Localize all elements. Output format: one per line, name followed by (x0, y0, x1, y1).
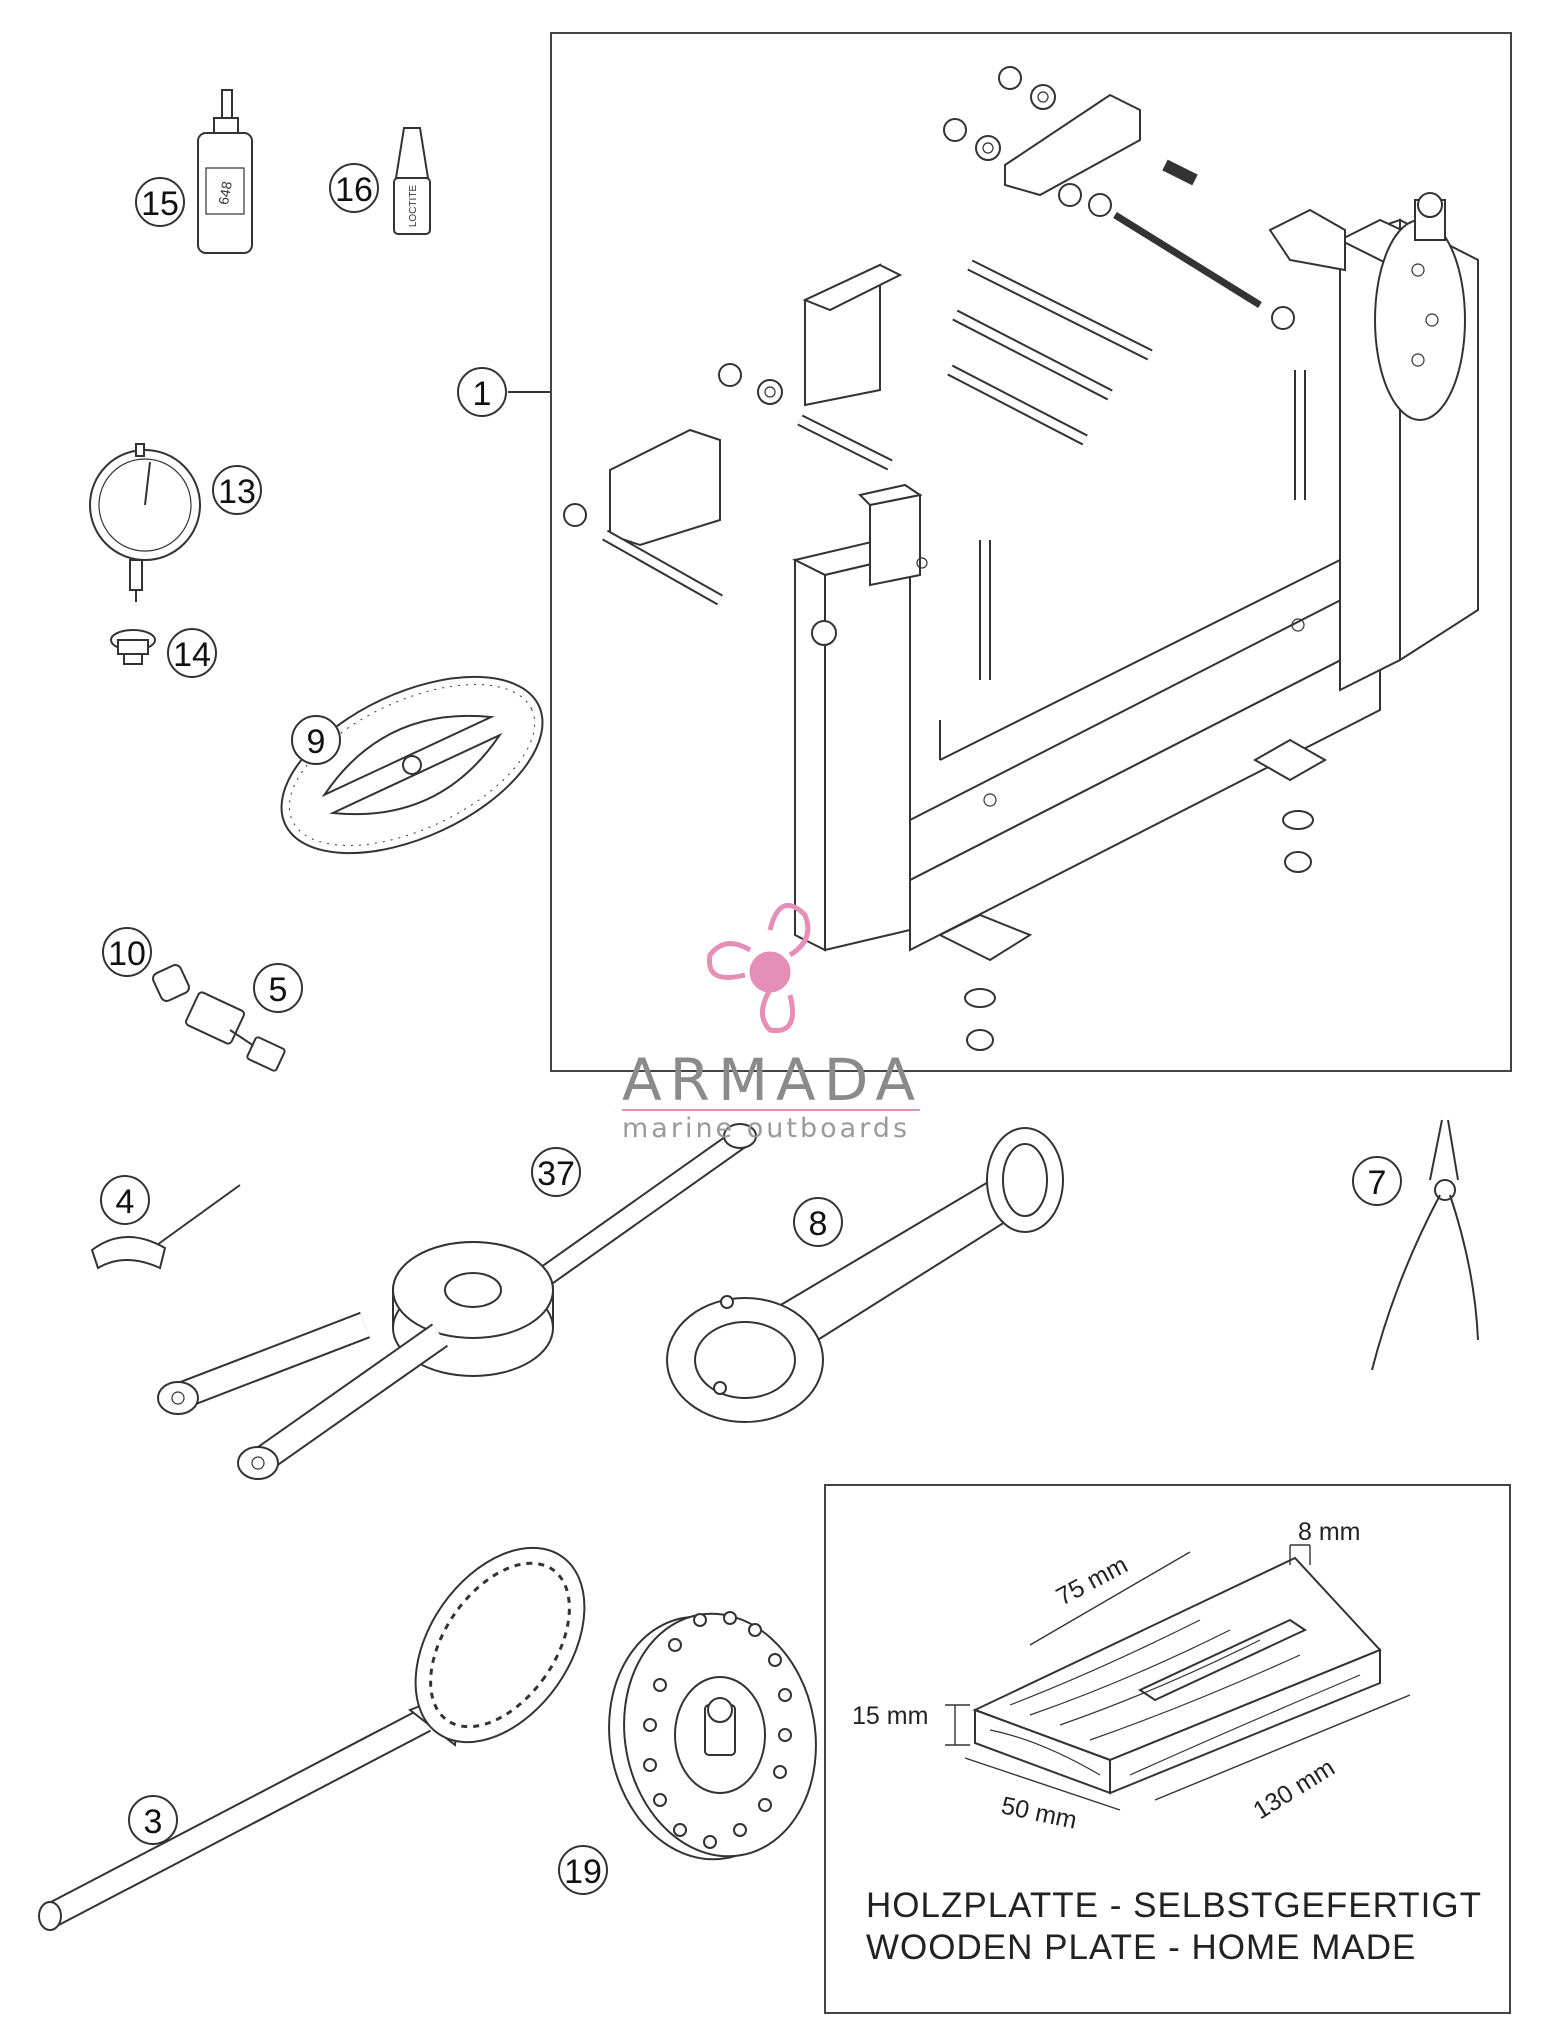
stand-brackets (609, 93, 1141, 547)
dim-15mm: 15 mm (852, 1702, 928, 1730)
propeller-logo-icon (706, 902, 811, 1034)
clutch-holder-3 (38, 1546, 586, 1931)
callouts: 1 15 16 13 14 9 10 5 4 37 8 7 3 19 (100, 163, 1402, 1895)
dim-130mm: 130 mm (1248, 1753, 1339, 1825)
tube-label-loctite: LOCTITE (408, 185, 419, 228)
gauge-tool-4 (90, 1184, 241, 1270)
stand-nuts-washers (563, 66, 1328, 1051)
svg-text:19: 19 (564, 1853, 602, 1891)
spacer-10 (152, 964, 190, 1002)
dial-indicator-13 (89, 443, 201, 602)
callout-15: 15 (135, 177, 185, 227)
wooden-plate-frame (824, 1484, 1511, 2014)
callout-16: 16 (329, 163, 379, 213)
engine-stand-panel (508, 32, 1512, 1072)
svg-text:16: 16 (335, 171, 373, 209)
dim-50mm: 50 mm (999, 1791, 1080, 1834)
loctite-tube-16: LOCTITE (393, 127, 431, 235)
callout-3: 3 (128, 1795, 178, 1845)
bottle-label-648: 648 (215, 180, 235, 206)
svg-text:9: 9 (307, 723, 326, 761)
svg-text:5: 5 (269, 971, 288, 1009)
stand-body (792, 192, 1479, 952)
callout-5: 5 (253, 963, 303, 1013)
adapter-14 (110, 629, 156, 665)
callout-9: 9 (291, 715, 341, 765)
wooden-plate-panel: 75 mm 8 mm 15 mm 130 mm 50 mm HOLZPLATTE… (824, 1484, 1511, 2014)
puller-5 (185, 991, 286, 1072)
armada-watermark: ARMADA marine outboards (622, 902, 923, 1144)
callout-1: 1 (457, 367, 507, 417)
svg-text:10: 10 (108, 935, 146, 973)
callout-8: 8 (793, 1197, 843, 1247)
svg-text:1: 1 (473, 375, 492, 413)
stand-bolts (602, 159, 1306, 680)
circlip-pliers-7 (1371, 1119, 1479, 1371)
caption-english: WOODEN PLATE - HOME MADE (866, 1928, 1416, 1967)
adhesive-bottle-15: 648 (197, 89, 253, 254)
degree-wheel-9 (280, 675, 544, 855)
engine-stand-frame (550, 32, 1512, 1072)
callout-10: 10 (102, 927, 152, 977)
callout-37: 37 (531, 1147, 581, 1197)
dim-8mm: 8 mm (1298, 1518, 1361, 1546)
brand-name: ARMADA (622, 1046, 923, 1114)
holding-wrench-8 (666, 1127, 1064, 1423)
wooden-plate-drawing (972, 1556, 1382, 1795)
callout-13: 13 (212, 465, 262, 515)
callout-7: 7 (1352, 1156, 1402, 1206)
svg-text:4: 4 (116, 1183, 135, 1221)
svg-text:15: 15 (141, 185, 179, 223)
svg-text:37: 37 (537, 1155, 575, 1193)
svg-text:14: 14 (173, 636, 211, 674)
flywheel-puller-19 (608, 1611, 817, 1861)
caption-german: HOLZPLATTE - SELBSTGEFERTIGT (866, 1886, 1482, 1925)
brand-tagline: marine outboards (622, 1113, 910, 1144)
svg-text:3: 3 (144, 1803, 163, 1841)
dim-75mm: 75 mm (1052, 1551, 1133, 1612)
callout-14: 14 (167, 628, 217, 678)
dimension-lines (945, 1544, 1411, 1811)
svg-text:7: 7 (1368, 1164, 1387, 1202)
callout-19: 19 (558, 1845, 608, 1895)
crank-puller-37 (157, 1123, 757, 1480)
svg-text:8: 8 (809, 1205, 828, 1243)
svg-text:13: 13 (218, 473, 256, 511)
callout-4: 4 (100, 1175, 150, 1225)
